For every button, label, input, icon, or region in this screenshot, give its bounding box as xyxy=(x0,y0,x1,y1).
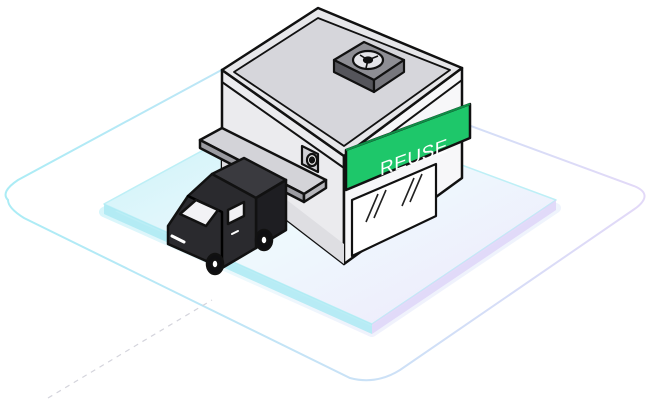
dashed-guide-line xyxy=(47,299,213,399)
delivery-truck-icon xyxy=(166,156,288,276)
outer-platform-outline xyxy=(4,53,646,382)
rooftop-fan-icon xyxy=(332,40,406,94)
shop-window xyxy=(350,162,438,258)
security-camera-icon xyxy=(300,144,320,174)
